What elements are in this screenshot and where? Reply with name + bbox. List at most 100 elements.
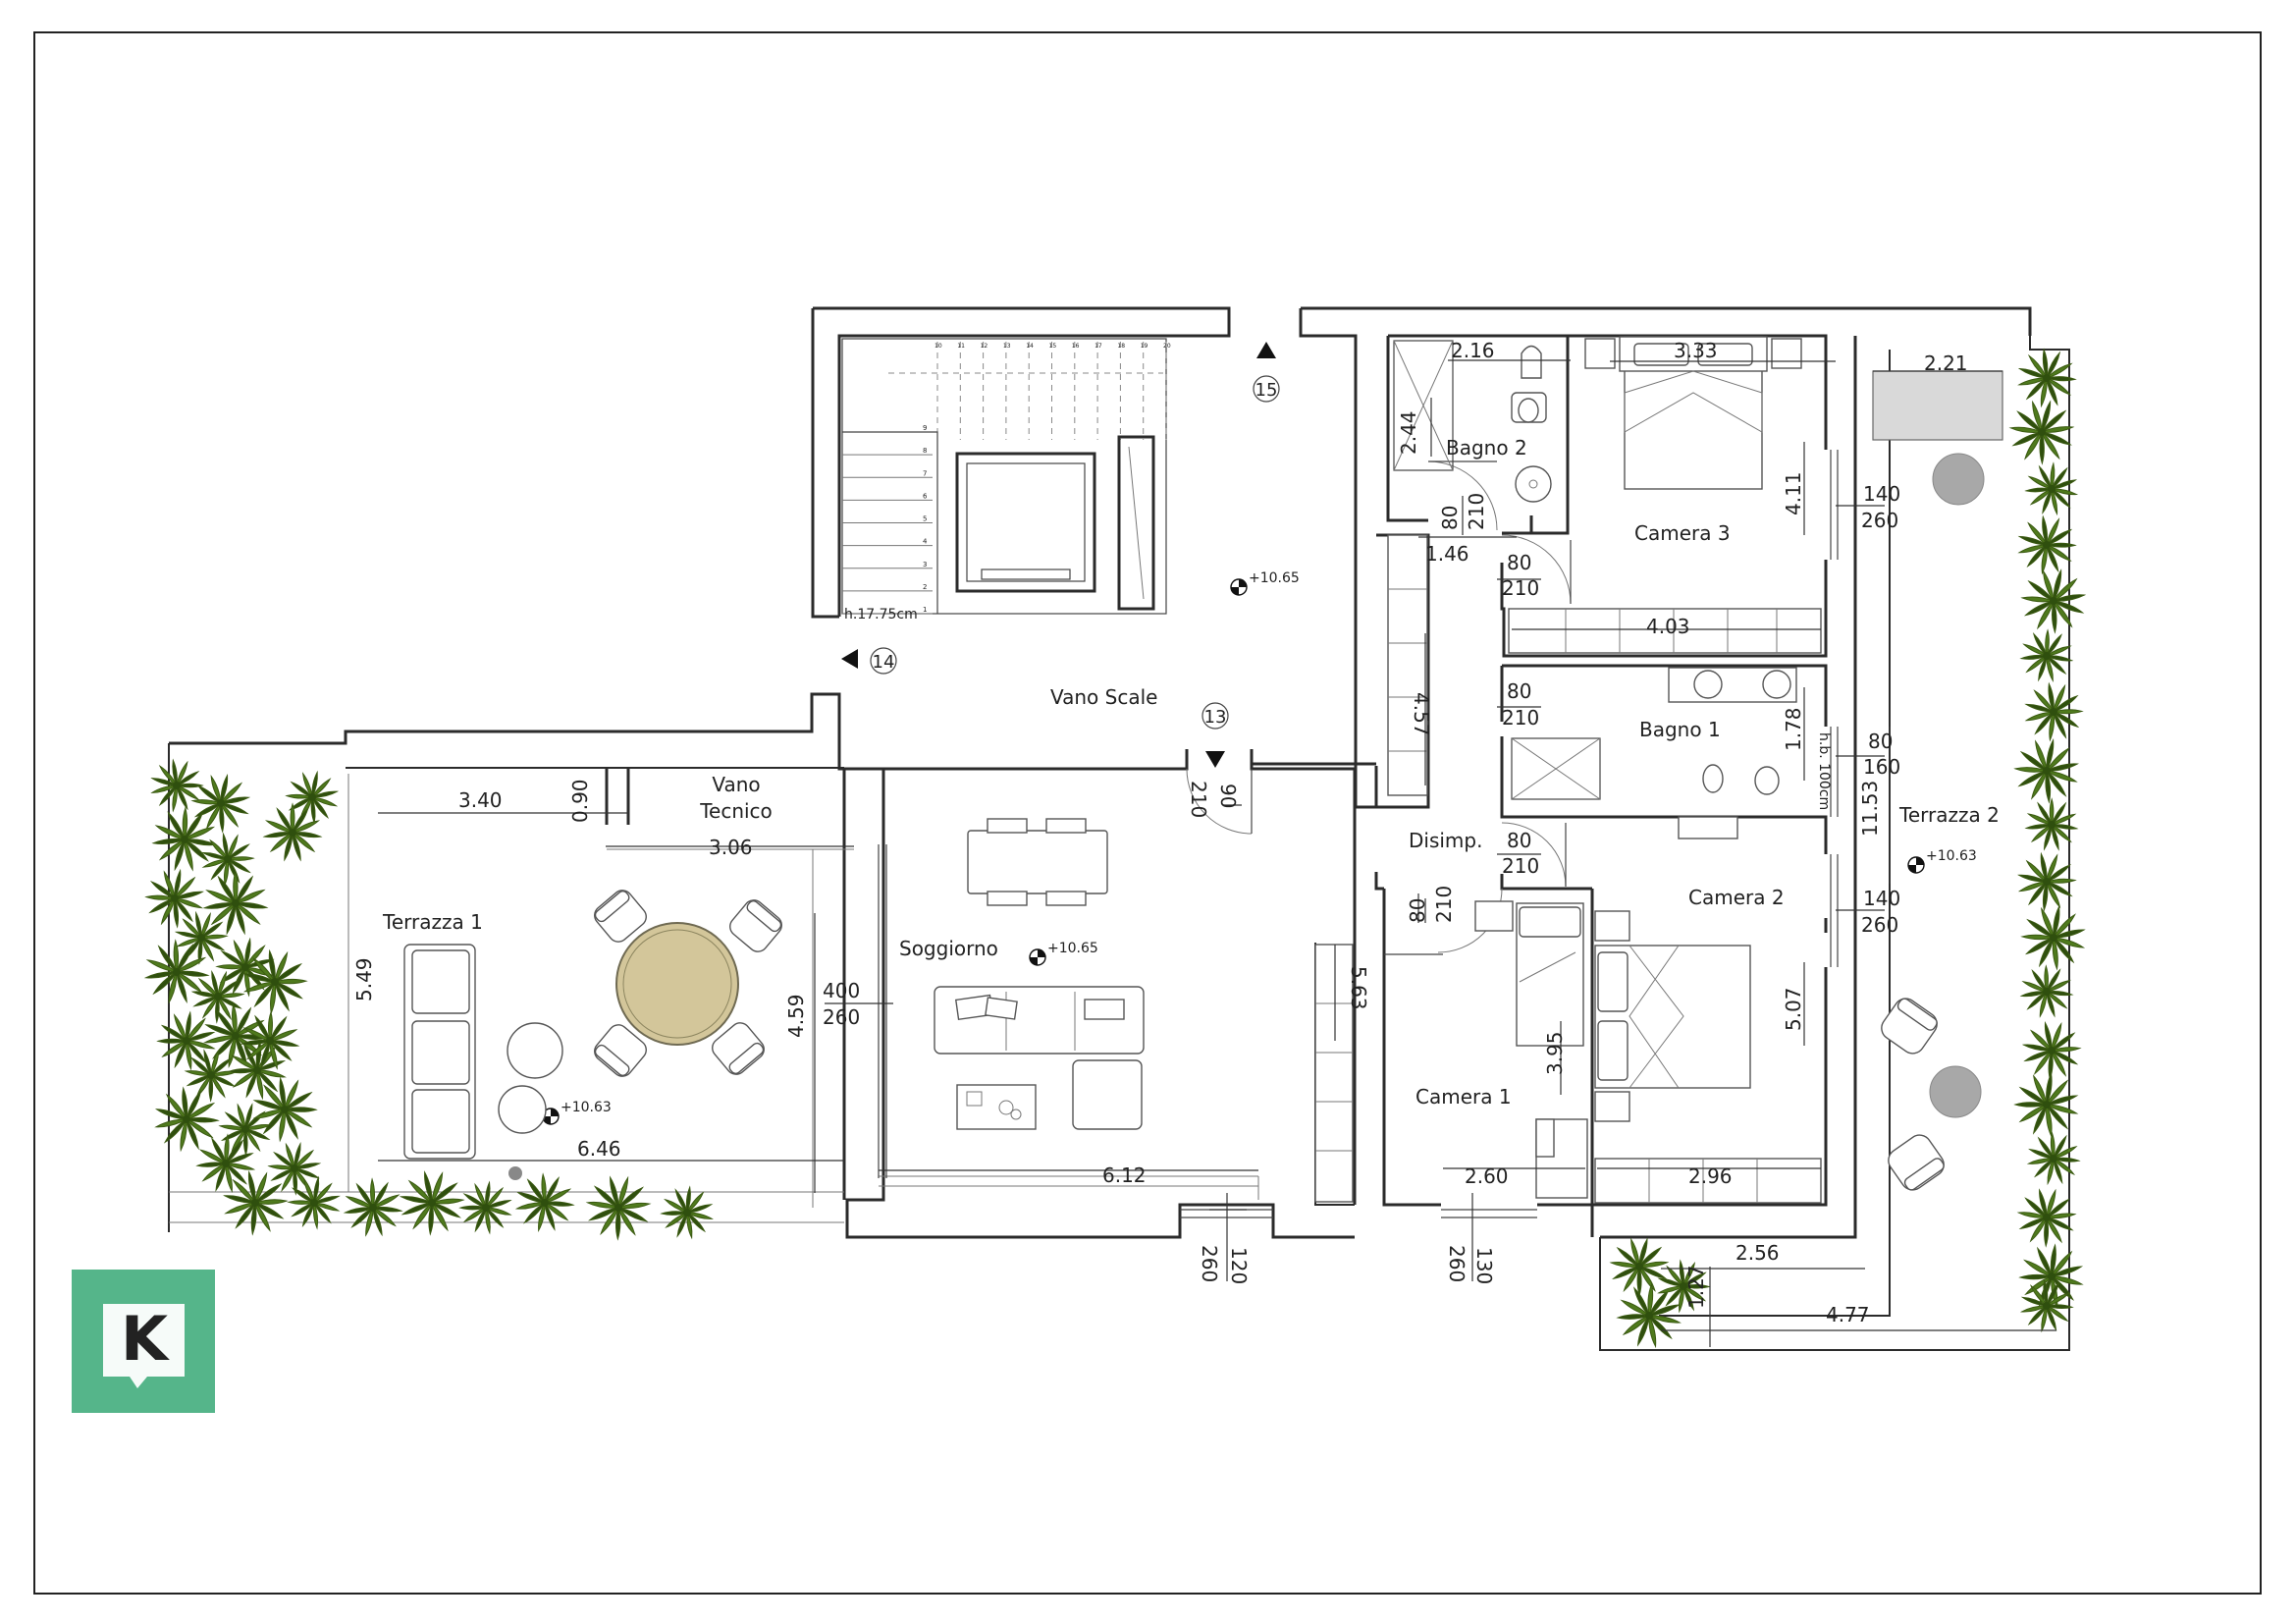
dim-c3-height: 4.11 — [1782, 471, 1805, 515]
dim-hall-width: 1.46 — [1425, 542, 1469, 566]
dim-c1-win-w: 130 — [1472, 1247, 1496, 1284]
section-markers: 15 14 13 — [841, 342, 1280, 768]
level-markers: +10.65 +10.65 +10.63 +10.63 — [542, 570, 1977, 1125]
palm-plant-icon — [267, 1141, 322, 1196]
stair-step-number: 1 — [923, 606, 927, 614]
camera-1-bed — [1474, 900, 1588, 1199]
dim-c2-win-w: 140 — [1863, 887, 1900, 910]
dim-t1-inner: 3.06 — [709, 836, 753, 859]
label-bagno-1: Bagno 1 — [1639, 718, 1721, 741]
palm-plant-icon — [2017, 514, 2077, 575]
dim-t1-gap: 0.90 — [568, 779, 592, 823]
label-vano-tecnico-line2: Tecnico — [699, 799, 773, 823]
palm-plant-icon — [343, 1177, 403, 1237]
palm-plant-icon — [151, 806, 218, 872]
dim-c1-depth: 3.95 — [1543, 1031, 1567, 1075]
ottoman — [1072, 1059, 1143, 1130]
terrace-2-disc-upper — [1932, 453, 1985, 506]
stair-step-number: 9 — [923, 424, 927, 432]
svg-text:+10.65: +10.65 — [1047, 941, 1098, 956]
dim-sog-height: 4.59 — [784, 994, 808, 1038]
dim-t2-bottom-inner: 2.56 — [1735, 1241, 1780, 1265]
dim-b2-width: 2.16 — [1451, 339, 1495, 362]
stair-step-number: 17 — [1095, 343, 1102, 350]
dim-win-sog-h: 260 — [1198, 1245, 1221, 1282]
dim-c3-win-w: 140 — [1863, 482, 1900, 506]
dim-c3-win-h: 260 — [1861, 509, 1898, 532]
stair-step-number: 2 — [923, 583, 927, 591]
palm-plant-icon — [262, 802, 323, 862]
stair-step-number: 3 — [923, 561, 927, 568]
stair-step-number: 10 — [934, 343, 942, 350]
palm-plant-icon — [1616, 1282, 1682, 1349]
palm-plant-icon — [2019, 1278, 2074, 1333]
dim-c2-door-h: 210 — [1502, 854, 1539, 878]
stair-step-number: 19 — [1141, 343, 1148, 350]
dim-sog-window-h: 260 — [823, 1005, 860, 1029]
palm-plant-icon — [202, 870, 269, 936]
palm-plant-icon — [2020, 904, 2086, 971]
marker-14: 14 — [873, 652, 895, 673]
palm-plant-icon — [2024, 681, 2084, 742]
dim-door-scale-h: 210 — [1187, 781, 1210, 818]
dim-c1-door-w: 80 — [1406, 898, 1429, 923]
stair-step-number: 18 — [1117, 343, 1125, 350]
svg-text:+10.65: +10.65 — [1249, 570, 1300, 586]
stair-landing — [842, 431, 938, 614]
palm-plant-icon — [2020, 568, 2087, 634]
level-marker-soggiorno: +10.65 — [1029, 941, 1098, 966]
stair-step-number: 6 — [923, 492, 928, 500]
stair-step-number: 11 — [957, 343, 965, 350]
palm-plant-icon — [190, 774, 251, 834]
windows — [878, 450, 1839, 1218]
dim-c3-door-w: 80 — [1507, 551, 1531, 574]
dim-sog-bottom: 6.12 — [1102, 1163, 1147, 1187]
label-bagno-2: Bagno 2 — [1446, 436, 1527, 460]
palm-plant-icon — [514, 1172, 575, 1233]
svg-text:+10.63: +10.63 — [561, 1100, 612, 1115]
palm-plant-icon — [144, 868, 204, 929]
camera-2-wardrobe — [1594, 1158, 1822, 1204]
corridor-cabinets — [1314, 534, 1428, 1203]
palm-plant-icon — [2013, 737, 2079, 804]
living-sofa — [934, 986, 1145, 1055]
palm-plant-icon — [240, 1010, 300, 1070]
dim-t2-height: 11.53 — [1858, 781, 1882, 837]
camera-3-wardrobe — [1508, 608, 1822, 654]
room-labels: Vano Scale Vano Tecnico Terrazza 1 Soggi… — [382, 436, 2000, 1109]
palm-plant-icon — [458, 1180, 512, 1235]
svg-text:K: K — [121, 1303, 170, 1375]
terrace-2-furniture — [1872, 370, 2003, 1191]
terrace-1-lounger — [403, 944, 476, 1160]
stair-step-number: 4 — [923, 538, 928, 546]
palm-plant-icon — [2013, 1071, 2079, 1138]
dim-c3-width: 3.33 — [1674, 339, 1718, 362]
palm-plant-icon — [223, 1169, 289, 1236]
palm-plant-icon — [1609, 1237, 1670, 1297]
dim-b1-win-h: 160 — [1863, 755, 1900, 779]
label-terrazza-2: Terrazza 2 — [1898, 803, 2000, 827]
palm-plant-icon — [2019, 964, 2074, 1018]
palm-plant-icon — [252, 1076, 318, 1143]
dim-b2-height: 2.44 — [1397, 410, 1420, 455]
label-camera-2: Camera 2 — [1688, 886, 1785, 909]
plants — [143, 348, 2087, 1349]
doors — [1186, 460, 1572, 955]
level-marker-terrazza-2: +10.63 — [1907, 848, 1977, 874]
stair-step-number: 14 — [1026, 343, 1034, 350]
stair-step-number: 15 — [1049, 343, 1057, 350]
level-marker-terrazza-1: +10.63 — [542, 1100, 612, 1125]
palm-plant-icon — [2021, 1020, 2082, 1081]
palm-plant-icon — [660, 1185, 714, 1240]
terrace-2-disc-lower — [1929, 1065, 1982, 1118]
dim-c3-wardrobe: 4.03 — [1646, 615, 1690, 638]
palm-plant-icon — [399, 1170, 465, 1236]
dim-t1-height: 5.49 — [352, 957, 376, 1001]
stair-step-number: 7 — [923, 469, 927, 477]
dim-c2-win-h: 260 — [1861, 913, 1898, 937]
stair-step-number: 13 — [1003, 343, 1011, 350]
level-marker-scale: +10.65 — [1230, 570, 1300, 596]
marker-13-arrow-icon — [1205, 751, 1225, 768]
marker-15-arrow-icon — [1256, 342, 1276, 358]
palm-plant-icon — [2019, 628, 2074, 682]
